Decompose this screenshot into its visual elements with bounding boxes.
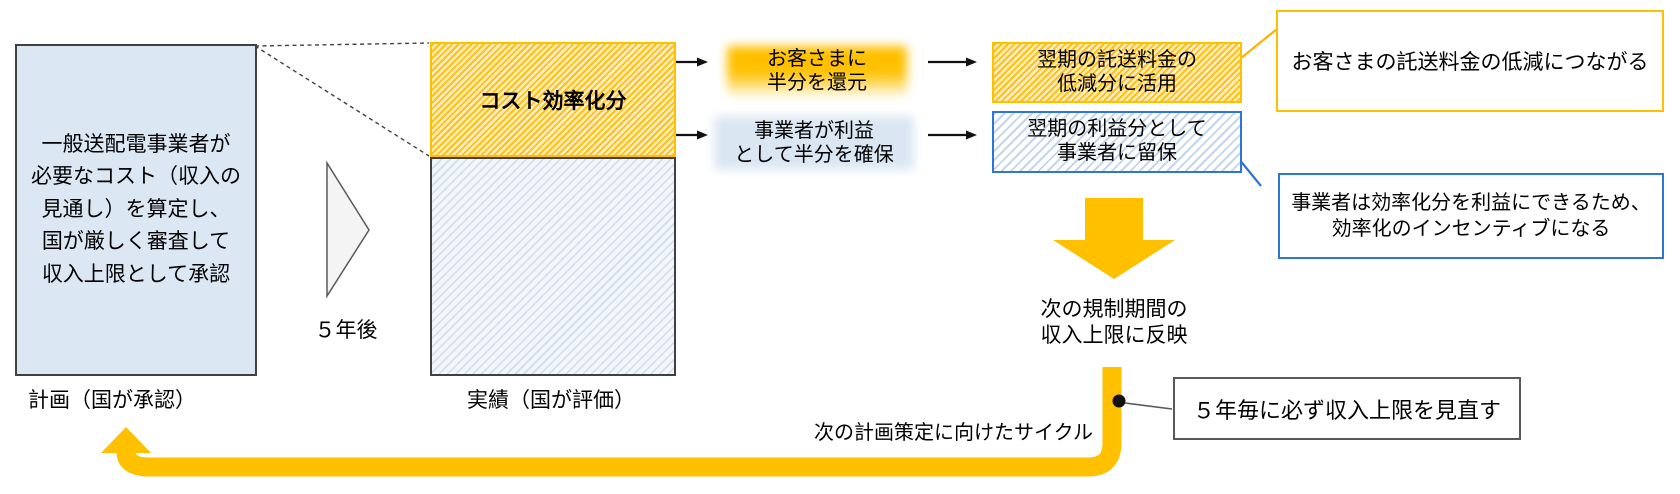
next-period-customer-box: 翌期の託送料金の 低減分に活用 [992,42,1242,103]
flow-arrow-2-head [697,130,708,140]
customer-benefit-text: お客さまの託送料金の低減につながる [1291,51,1649,74]
next-period-customer-text: 翌期の託送料金の 低減分に活用 [1037,48,1197,95]
flow-arrow-4-head [966,130,977,140]
customer-share-text: お客さまに 半分を還元 [767,48,867,94]
actual-result-box [430,157,676,376]
flow-arrow-1-head [697,57,708,67]
reflect-down-arrow-icon [1053,198,1175,279]
cycle-arrow-head [101,427,151,453]
flow-arrows [675,57,977,140]
actual-label: 実績（国が評価） [467,389,635,412]
operator-share-highlight: 事業者が利益 として半分を確保 [714,116,914,170]
cost-efficiency-box: コスト効率化分 [430,42,676,157]
cost-efficiency-label: コスト効率化分 [479,89,627,113]
cycle-label: 次の計画策定に向けたサイクル [814,422,1093,444]
next-period-operator-box: 翌期の利益分として 事業者に留保 [992,111,1242,173]
operator-incentive-callout: 事業者は効率化分を利益にできるため、 効率化のインセンティブになる [1278,173,1664,259]
reflect-label: 次の規制期間の 収入上限に反映 [1040,298,1188,348]
review-box: ５年毎に必ず収入上限を見直す [1173,377,1521,440]
flow-arrow-3-head [966,57,977,67]
review-connector-line [1124,402,1173,410]
cycle-arrow-icon [116,367,1122,477]
operator-incentive-text: 事業者は効率化分を利益にできるため、 効率化のインセンティブになる [1291,192,1651,240]
review-connector-dot [1112,394,1126,408]
dashed-line-diagonal [254,45,430,157]
five-year-triangle-icon [326,160,370,299]
next-period-operator-text: 翌期の利益分として 事業者に留保 [1027,118,1207,164]
plan-label: 計画（国が承認） [28,389,196,412]
operator-share-text: 事業者が利益 として半分を確保 [734,120,894,166]
customer-benefit-callout: お客さまの託送料金の低減につながる [1276,10,1664,112]
plan-box-text: 一般送配電事業者が 必要なコスト（収入の 見通し）を算定し、 国が厳しく審査して… [31,132,241,286]
five-year-label: ５年後 [314,319,378,342]
plan-box: 一般送配電事業者が 必要なコスト（収入の 見通し）を算定し、 国が厳しく審査して… [15,44,257,376]
dashed-line-top [254,42,430,47]
review-box-text: ５年毎に必ず収入上限を見直す [1192,397,1501,423]
customer-share-highlight: お客さまに 半分を還元 [727,46,907,96]
